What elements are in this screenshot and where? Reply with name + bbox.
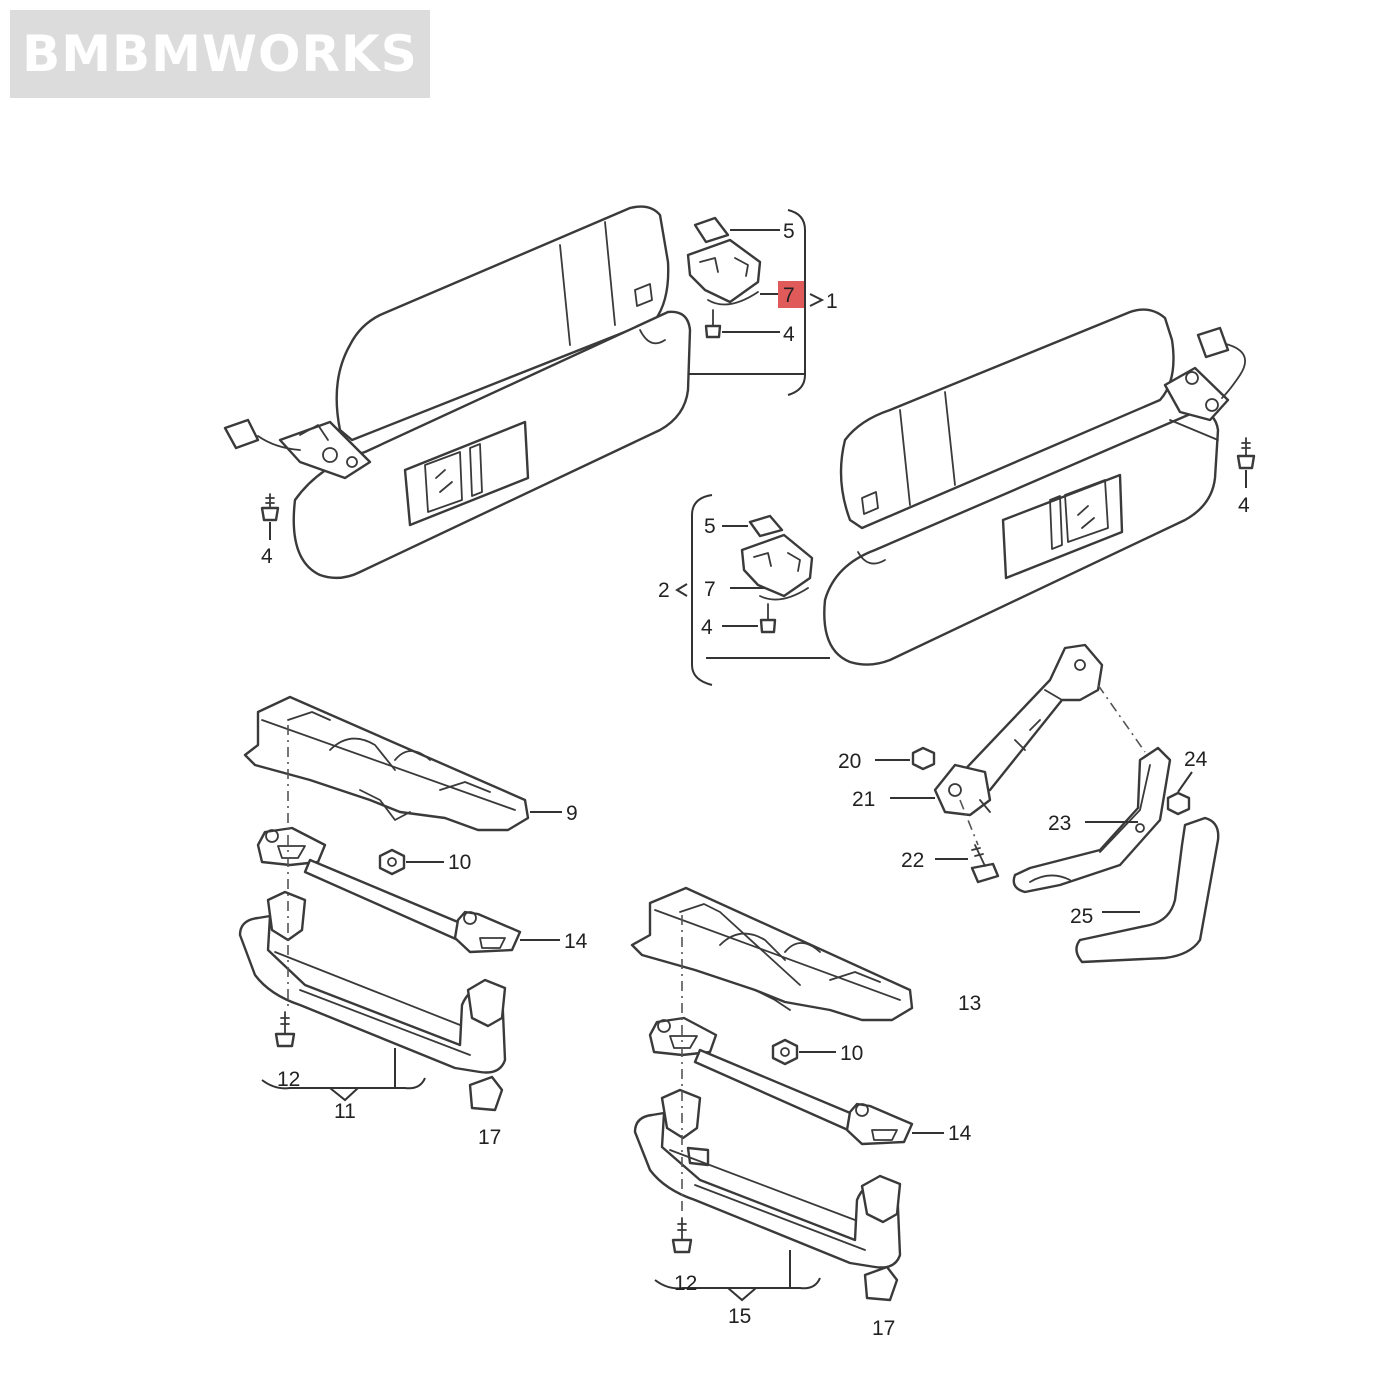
nut-20[interactable] — [875, 746, 936, 771]
callout-9: 9 — [566, 802, 578, 825]
callout-14-left: 14 — [564, 930, 588, 953]
group-bracket-1 — [688, 209, 825, 396]
callout-5-middle: 5 — [704, 515, 716, 538]
screw-12-left[interactable] — [274, 725, 296, 1048]
callout-12-left: 12 — [277, 1068, 300, 1091]
group-bracket-15 — [654, 1250, 821, 1302]
callout-21: 21 — [852, 788, 875, 811]
callout-1: 1 — [826, 290, 838, 313]
highlight-marker — [778, 281, 804, 308]
callout-10-right: 10 — [840, 1042, 863, 1065]
brand-name: BMBMWORKS — [22, 25, 418, 83]
callout-20: 20 — [838, 750, 861, 773]
callout-22: 22 — [901, 849, 924, 872]
callout-13: 13 — [958, 992, 981, 1015]
cap-17-left[interactable] — [468, 1075, 504, 1112]
callout-10-left: 10 — [448, 851, 471, 874]
callout-17-left: 17 — [478, 1126, 501, 1149]
handle-cover-9[interactable] — [243, 695, 530, 832]
callout-4-right: 4 — [1238, 494, 1250, 517]
brand-watermark: BMBMWORKS — [10, 10, 430, 98]
handle-cover-13[interactable] — [630, 886, 914, 1022]
callout-4-middle: 4 — [701, 616, 713, 639]
bracket-clip-middle[interactable] — [722, 514, 814, 634]
sun-visor-left[interactable] — [223, 205, 692, 580]
callout-7-top-highlighted: 7 — [783, 284, 795, 307]
grab-handle-15[interactable] — [633, 1088, 902, 1269]
callout-4-top: 4 — [783, 323, 795, 346]
screw-4-left[interactable] — [260, 493, 280, 540]
hook-rail-21[interactable] — [933, 643, 1146, 817]
bracket-clip-top[interactable] — [686, 216, 804, 339]
handle-bracket-14-right[interactable] — [648, 1016, 944, 1146]
screw-22[interactable] — [935, 799, 1000, 884]
callout-4-left: 4 — [261, 545, 273, 568]
callout-25: 25 — [1070, 905, 1093, 928]
callout-23: 23 — [1048, 812, 1071, 835]
group-bracket-11 — [261, 1048, 426, 1102]
nut-24[interactable] — [1166, 771, 1193, 816]
trim-cover-25[interactable] — [1075, 816, 1220, 964]
callout-2: 2 — [658, 579, 670, 602]
callout-14-right: 14 — [948, 1122, 972, 1145]
group-bracket-2 — [675, 494, 830, 686]
callout-17-right: 17 — [872, 1317, 895, 1340]
callout-7-middle: 7 — [704, 578, 716, 601]
nut-10-right[interactable] — [771, 1038, 836, 1066]
callout-11: 11 — [334, 1100, 356, 1123]
callout-5-top: 5 — [783, 220, 795, 243]
nut-10-left[interactable] — [378, 848, 444, 876]
grab-handle-11[interactable] — [238, 890, 507, 1074]
screw-12-right[interactable] — [671, 915, 693, 1254]
callout-24: 24 — [1184, 748, 1208, 771]
callout-15: 15 — [728, 1305, 751, 1328]
sun-visor-right[interactable] — [823, 308, 1246, 666]
cap-17-right[interactable] — [863, 1265, 899, 1302]
handle-bracket-14-left[interactable] — [256, 826, 560, 954]
hook-23[interactable] — [1012, 746, 1172, 894]
screw-4-right[interactable] — [1236, 437, 1256, 488]
callout-12-right: 12 — [674, 1272, 697, 1295]
